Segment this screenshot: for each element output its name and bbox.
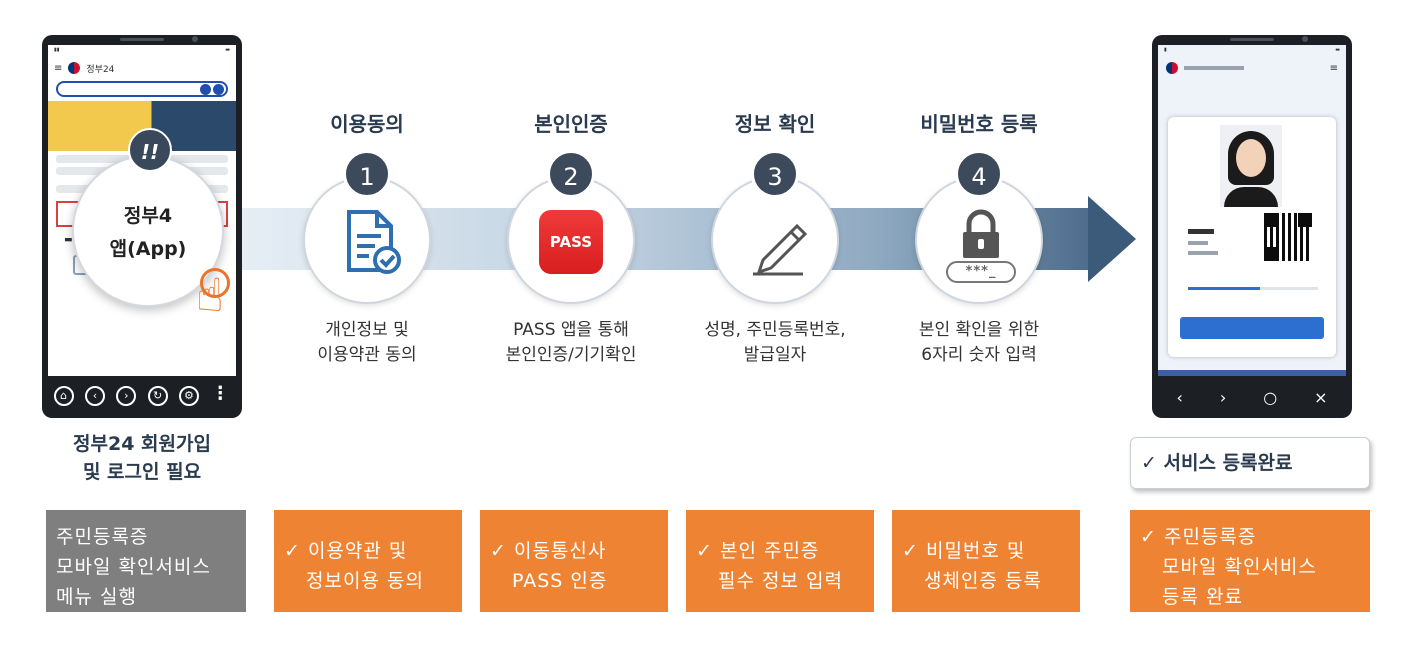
close-icon[interactable]: × <box>1314 387 1328 407</box>
zoom-line1: 정부4 <box>123 205 173 227</box>
pass-logo-icon: PASS <box>539 210 603 274</box>
zoom-line2: 앱(App) <box>109 238 187 260</box>
home-icon[interactable]: ⌂ <box>53 386 74 406</box>
arrow-head-icon <box>1088 196 1136 282</box>
qr-code-icon <box>1264 213 1312 261</box>
box-pass-auth: ✓ 이동통신사 PASS 인증 <box>480 510 668 612</box>
pencil-icon <box>753 223 808 276</box>
id-detail-button[interactable] <box>1180 317 1324 339</box>
validity-progress <box>1188 287 1318 290</box>
app-name: 정부24 <box>86 64 115 75</box>
step-number: 4 <box>955 150 1003 198</box>
attention-badge: !! <box>128 128 172 172</box>
tap-ring-icon <box>200 268 230 298</box>
refresh-icon[interactable]: ↻ <box>147 386 168 406</box>
step-description: 개인정보 및 이용약관 동의 <box>317 320 417 365</box>
step-title: 비밀번호 등록 <box>920 112 1038 136</box>
box-registration-complete: ✓ 주민등록증 모바일 확인서비스 등록 완료 <box>1130 510 1370 612</box>
step-number: 2 <box>547 150 595 198</box>
box-info-input: ✓ 본인 주민증 필수 정보 입력 <box>686 510 874 612</box>
box-menu-run: 주민등록증 모바일 확인서비스 메뉴 실행 <box>46 510 246 612</box>
service-complete-label: ✓ 서비스 등록완료 <box>1130 437 1370 489</box>
forward-icon[interactable]: › <box>1219 387 1227 407</box>
step-number: 3 <box>751 150 799 198</box>
step-number: 1 <box>343 150 391 198</box>
menu-icon[interactable]: ≡ <box>1329 62 1338 74</box>
step-description: PASS 앱을 통해 본인인증/기기확인 <box>505 320 637 365</box>
gov-logo-icon <box>1166 62 1178 74</box>
back-icon[interactable]: ‹ <box>1176 387 1183 407</box>
app-zoom-callout: 정부4 앱(App) <box>72 155 224 307</box>
step-title: 이용동의 <box>330 112 404 136</box>
lock-icon <box>946 209 1016 283</box>
more-icon[interactable]: ⋮ <box>211 383 230 404</box>
forward-icon[interactable]: › <box>116 386 137 406</box>
right-phone-screen: ▮▬ ≡ <box>1158 45 1346 376</box>
right-phone-mockup: ▮▬ ≡ ‹ › ○ × <box>1152 35 1352 418</box>
search-icon <box>200 83 211 95</box>
step-title: 본인인증 <box>534 112 608 136</box>
login-required-label: 정부24 회원가입 및 로그인 필요 <box>73 433 211 483</box>
left-phone-navbar: ⌂ ‹ › ↻ ⚙ ⋮ <box>48 380 236 412</box>
home-icon[interactable]: ○ <box>1263 387 1278 407</box>
settings-icon[interactable]: ⚙ <box>178 386 199 406</box>
box-password-register: ✓ 비밀번호 및 생체인증 등록 <box>892 510 1080 612</box>
mobile-id-card <box>1168 117 1336 357</box>
step-description: 성명, 주민등록번호, 발급일자 <box>704 320 846 365</box>
box-terms-agree: ✓ 이용약관 및 정보이용 동의 <box>274 510 462 612</box>
right-phone-navbar: ‹ › ○ × <box>1158 382 1346 412</box>
step-description: 본인 확인을 위한 6자리 숫자 입력 <box>918 320 1040 365</box>
step-title: 정보 확인 <box>734 112 816 136</box>
search-input[interactable] <box>56 81 228 97</box>
document-check-icon <box>347 210 401 274</box>
pointing-hand-icon: ☝ <box>196 268 225 322</box>
gov-logo-icon <box>68 62 81 74</box>
gov24-header: ≡ 정부24 <box>54 62 115 75</box>
id-photo <box>1220 125 1282 207</box>
mobile-id-header: ≡ <box>1158 57 1346 79</box>
back-icon[interactable]: ‹ <box>84 386 105 406</box>
pin-input-text: ***_ <box>965 264 997 279</box>
